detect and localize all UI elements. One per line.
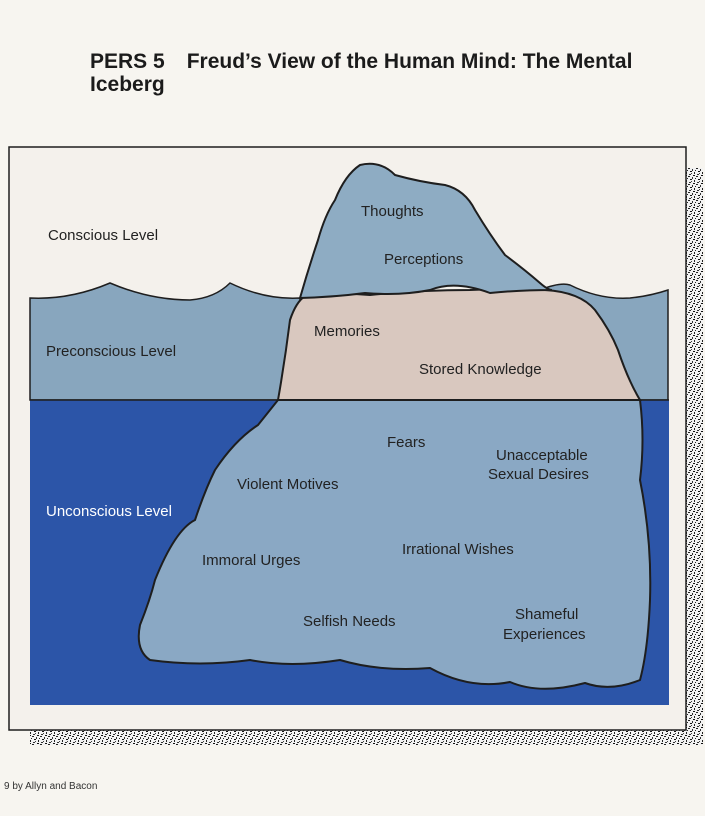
item-sexual-desires-line2: Sexual Desires	[488, 466, 589, 483]
copyright-credit: 9 by Allyn and Bacon	[4, 781, 98, 792]
preconscious-water	[29, 282, 301, 401]
item-shameful-experiences-line1: Shameful	[515, 606, 578, 623]
figure-code: PERS 5	[90, 50, 165, 73]
iceberg-middle	[276, 288, 642, 401]
item-fears: Fears	[387, 434, 425, 451]
shadow-right	[686, 168, 703, 743]
figure-title: Freud’s View of the Human Mind: The Ment…	[90, 50, 633, 96]
item-sexual-desires-line1: Unacceptable	[496, 447, 588, 464]
item-violent-motives: Violent Motives	[237, 476, 338, 493]
item-irrational-wishes: Irrational Wishes	[402, 541, 514, 558]
iceberg-base	[137, 399, 652, 690]
item-selfish-needs: Selfish Needs	[303, 613, 396, 630]
label-conscious-level: Conscious Level	[48, 227, 158, 244]
label-unconscious-level: Unconscious Level	[46, 503, 172, 520]
item-perceptions: Perceptions	[384, 251, 463, 268]
shadow-bottom	[30, 728, 703, 745]
item-thoughts: Thoughts	[361, 203, 424, 220]
label-preconscious-level: Preconscious Level	[46, 343, 176, 360]
item-memories: Memories	[314, 323, 380, 340]
iceberg-tip	[298, 162, 553, 300]
item-shameful-experiences-line2: Experiences	[503, 626, 586, 643]
item-immoral-urges: Immoral Urges	[202, 552, 300, 569]
item-stored-knowledge: Stored Knowledge	[419, 361, 542, 378]
